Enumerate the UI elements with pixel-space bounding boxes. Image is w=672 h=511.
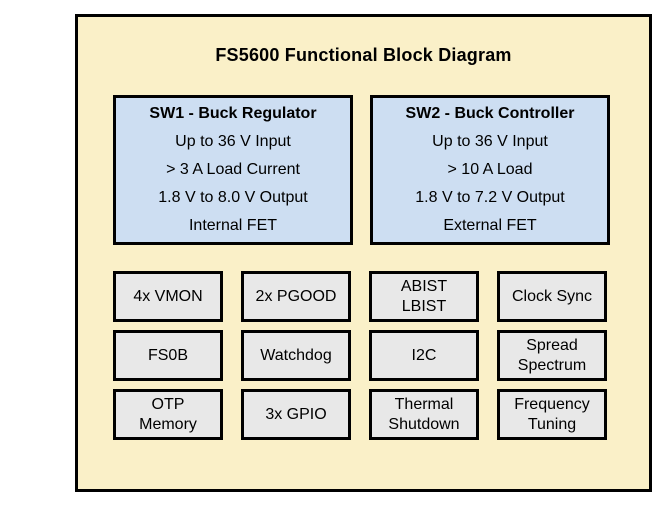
block-label: Thermal: [394, 395, 454, 413]
block-label: FS0B: [147, 346, 188, 364]
block-label: Shutdown: [388, 415, 460, 433]
block-label: Frequency: [514, 395, 590, 413]
block-i2c: I2C: [369, 330, 479, 381]
block-label: Spectrum: [517, 356, 587, 374]
block-label: OTP: [151, 395, 185, 413]
block-watchdog: Watchdog: [241, 330, 351, 381]
block-spread-spectrum: Spread Spectrum: [497, 330, 607, 381]
diagram-title: FS5600 Functional Block Diagram: [215, 45, 512, 65]
block-2x-pgood: 2x PGOOD: [241, 271, 351, 322]
sw1-load-spec: > 3 A Load Current: [166, 161, 300, 178]
block-label: 4x VMON: [133, 287, 203, 305]
block-thermal-shutdown: Thermal Shutdown: [369, 389, 479, 440]
block-label: 2x PGOOD: [255, 287, 337, 305]
sw1-input-spec: Up to 36 V Input: [175, 133, 291, 150]
diagram-panel: FS5600 Functional Block Diagram SW1 - Bu…: [75, 14, 652, 492]
sw2-fet-spec: External FET: [443, 217, 537, 234]
sw2-output-spec: 1.8 V to 7.2 V Output: [415, 189, 565, 206]
sw1-title: SW1 - Buck Regulator: [149, 105, 317, 122]
sw1-fet-spec: Internal FET: [188, 217, 278, 234]
block-label: Watchdog: [260, 346, 332, 364]
block-fs0b: FS0B: [113, 330, 223, 381]
block-frequency-tuning: Frequency Tuning: [497, 389, 607, 440]
block-sw1-buck-regulator: SW1 - Buck Regulator Up to 36 V Input > …: [113, 95, 353, 245]
block-label: Memory: [139, 415, 197, 433]
block-4x-vmon: 4x VMON: [113, 271, 223, 322]
sw2-title: SW2 - Buck Controller: [405, 105, 575, 122]
block-sw2-buck-controller: SW2 - Buck Controller Up to 36 V Input >…: [370, 95, 610, 245]
block-otp-memory: OTP Memory: [113, 389, 223, 440]
feature-grid: 4x VMON 2x PGOOD ABIST LBIST Clock Sync …: [113, 271, 607, 440]
sw1-output-spec: 1.8 V to 8.0 V Output: [158, 189, 308, 206]
block-label: LBIST: [401, 297, 447, 315]
block-label: I2C: [411, 346, 437, 364]
block-label: Clock Sync: [511, 287, 593, 305]
block-label: ABIST: [400, 277, 448, 295]
block-3x-gpio: 3x GPIO: [241, 389, 351, 440]
block-clock-sync: Clock Sync: [497, 271, 607, 322]
block-abist-lbist: ABIST LBIST: [369, 271, 479, 322]
block-label: Tuning: [527, 415, 577, 433]
sw2-input-spec: Up to 36 V Input: [432, 133, 548, 150]
block-label: Spread: [526, 336, 578, 354]
block-label: 3x GPIO: [265, 405, 327, 423]
sw2-load-spec: > 10 A Load: [447, 161, 533, 178]
